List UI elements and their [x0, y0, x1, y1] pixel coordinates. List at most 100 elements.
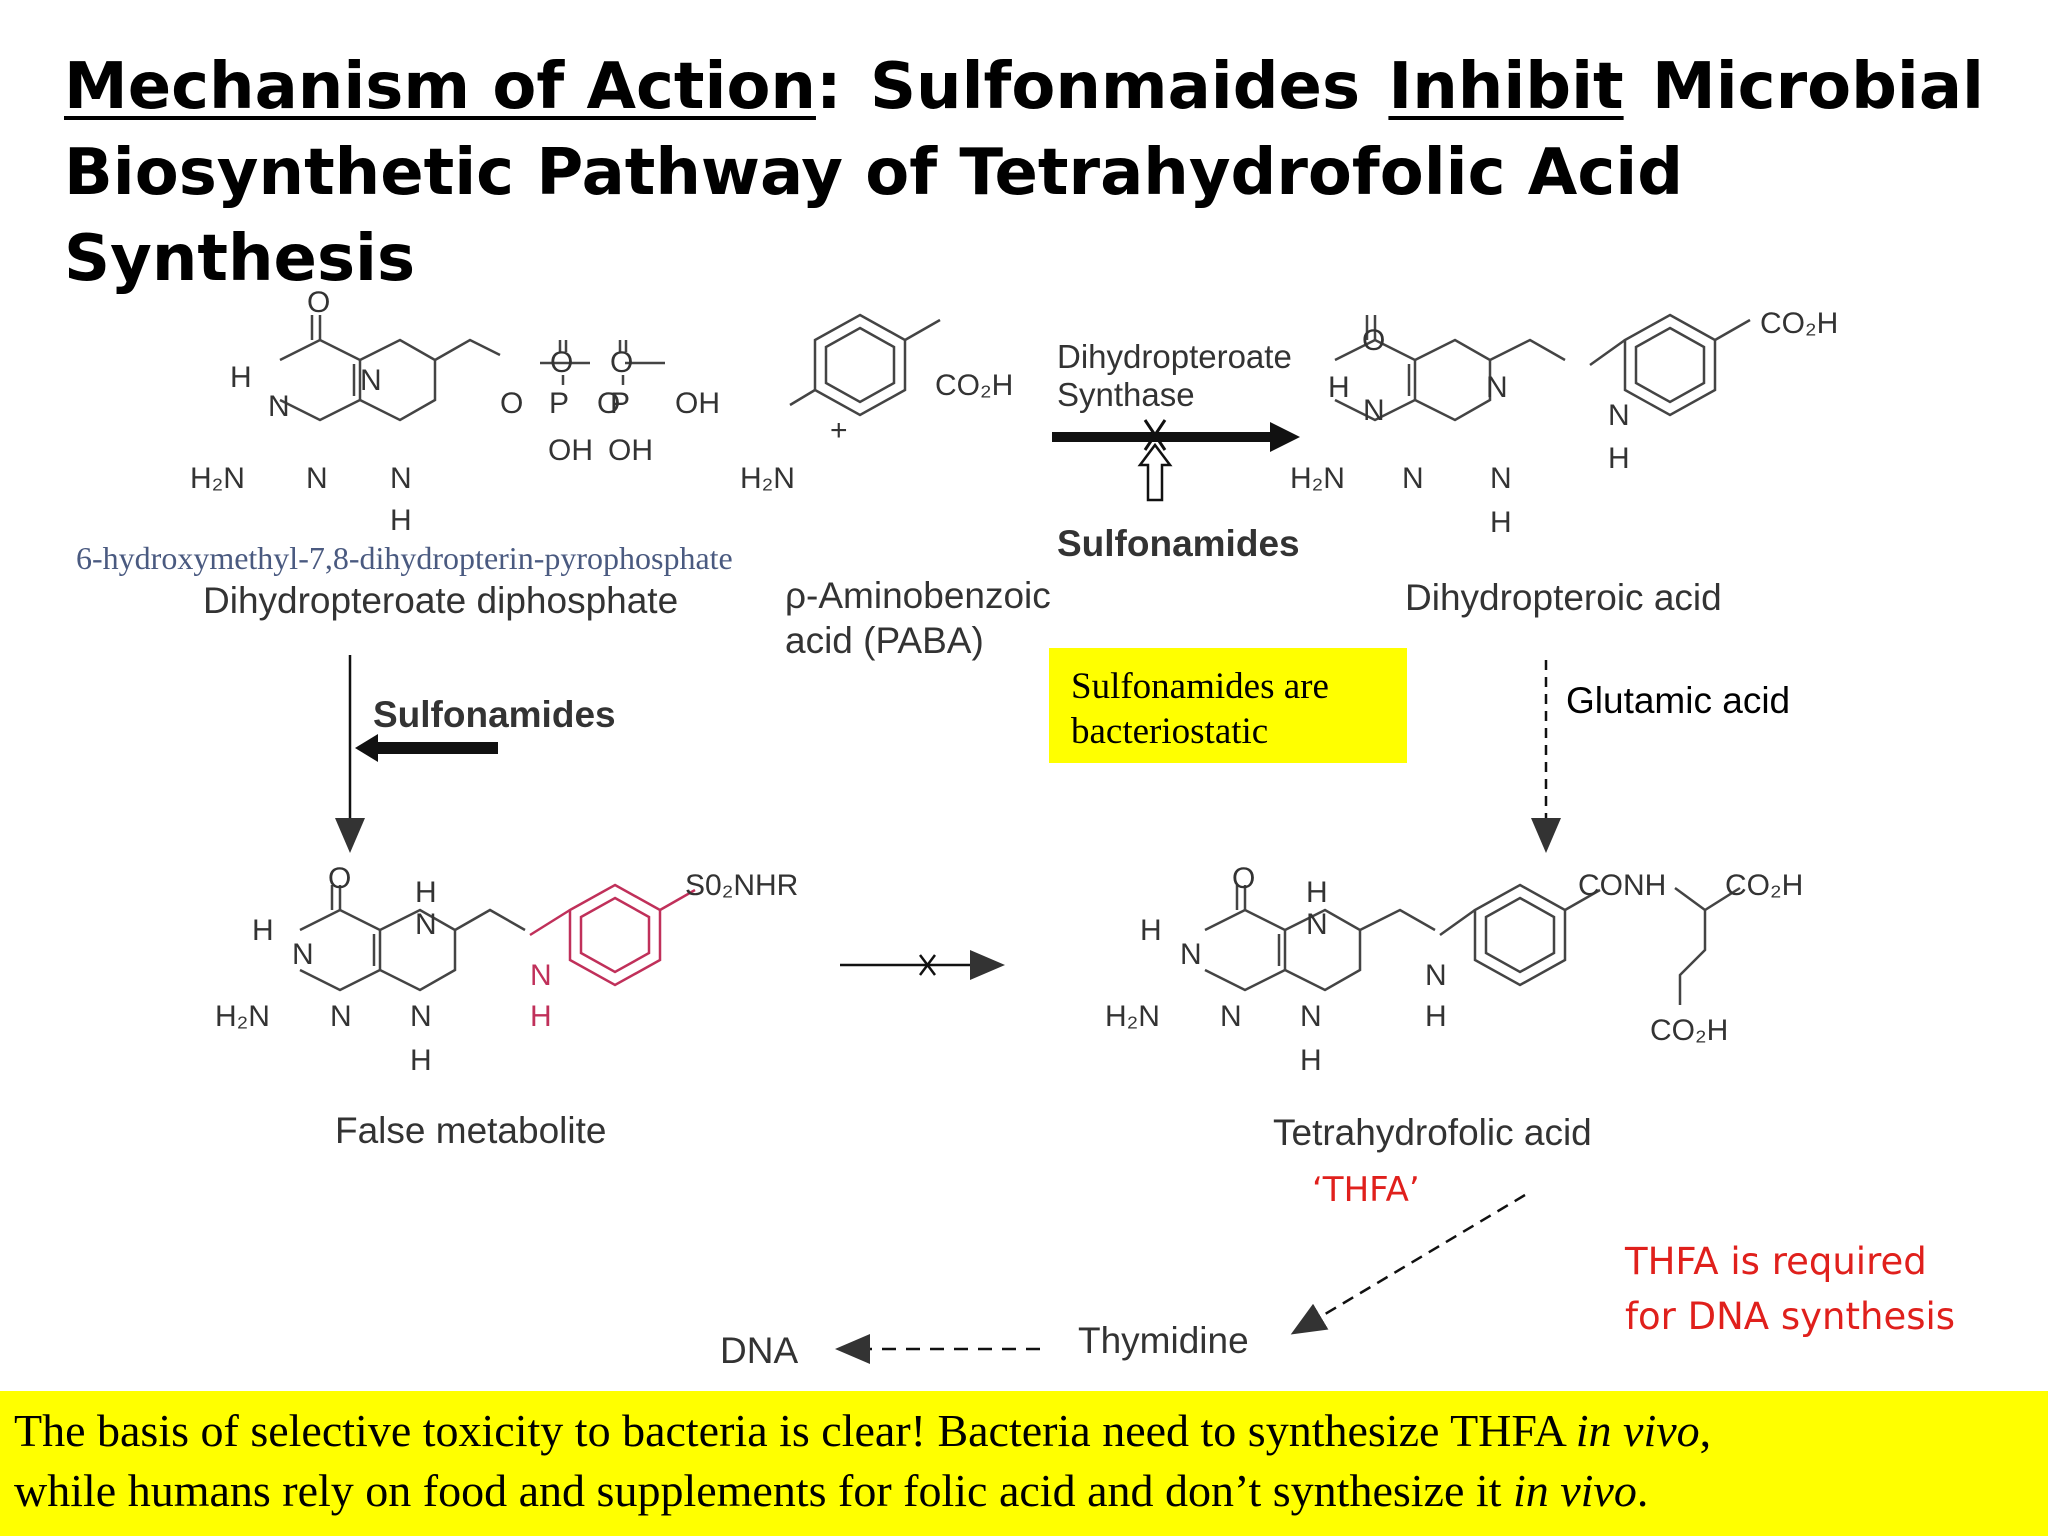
- atom-oh: OH: [675, 387, 720, 420]
- atom-n: N: [1425, 959, 1447, 992]
- footer-line2: while humans rely on food and supplement…: [14, 1461, 2048, 1521]
- substrate-name-label: Dihydropteroate diphosphate: [203, 580, 679, 621]
- sulfonamide-moiety: [529, 883, 696, 987]
- atom-h: H: [1608, 442, 1630, 475]
- atom-n: N: [1490, 462, 1512, 495]
- thfa-required-note: THFA is required for DNA synthesis: [1625, 1234, 1955, 1344]
- false-metabolite-label: False metabolite: [335, 1110, 607, 1151]
- atom-h: H: [1300, 1044, 1322, 1077]
- atom-co2h: CO₂H: [935, 369, 1013, 402]
- bacteriostatic-note-line1: Sulfonamides are: [1071, 666, 1329, 707]
- title-line2: Biosynthetic Pathway of Tetrahydrofolic …: [64, 136, 1683, 296]
- blocked-x: [919, 954, 936, 976]
- atom-h2n: H₂N: [740, 462, 795, 495]
- atom-h: H: [530, 1000, 552, 1033]
- footer-line1-end: ,: [1699, 1405, 1712, 1456]
- bacteriostatic-note: Sulfonamides are bacteriostatic: [1049, 648, 1407, 763]
- pathway-diagram: O H N N H₂N N N H O P O P OH O O OH OH C…: [60, 270, 1960, 1390]
- title-colon: :: [815, 50, 842, 124]
- atom-n: N: [390, 462, 412, 495]
- paba-label-line1: ρ-Aminobenzoic: [785, 575, 1051, 616]
- false-metabolite-structure: [299, 885, 526, 992]
- atom-co2h: CO₂H: [1760, 307, 1838, 340]
- atom-n: N: [306, 462, 328, 495]
- pathway-structures: O H N N H₂N N N H O P O P OH O O OH OH C…: [190, 286, 1838, 1364]
- paba-label-line2: acid (PABA): [785, 620, 984, 661]
- substrate-iupac-label: 6-hydroxymethyl-7,8-dihydropterin-pyroph…: [76, 540, 733, 576]
- atom-co2h: CO₂H: [1725, 869, 1803, 902]
- atom-h: H: [410, 1044, 432, 1077]
- footer-line2-end: .: [1636, 1465, 1649, 1516]
- atom-o: O: [500, 387, 523, 420]
- atom-oh: OH: [548, 434, 593, 467]
- atom-n: N: [410, 1000, 432, 1033]
- atom-n: N: [268, 390, 290, 423]
- atom-o: O: [610, 346, 633, 379]
- atom-n: N: [530, 959, 552, 992]
- atom-h: H: [415, 876, 437, 909]
- atom-o: O: [328, 862, 351, 895]
- atom-o: O: [1232, 862, 1255, 895]
- atom-h: H: [1140, 914, 1162, 947]
- slide-title: Mechanism of Action: Sulfonmaides Inhibi…: [64, 44, 1984, 302]
- pteridine-ring-top-right: [1334, 313, 1751, 422]
- footer-line2-text: while humans rely on food and supplement…: [14, 1465, 1513, 1516]
- atom-h: H: [252, 914, 274, 947]
- title-inhibit: Inhibit: [1388, 50, 1624, 124]
- inhibition-arrow-up: [1137, 442, 1173, 502]
- atom-n: N: [1608, 399, 1630, 432]
- atom-co2h: CO₂H: [1650, 1014, 1728, 1047]
- thf-name-label: Tetrahydrofolic acid: [1273, 1112, 1592, 1153]
- atom-n: N: [360, 364, 382, 397]
- atom-o: O: [550, 346, 573, 379]
- atom-n: N: [1486, 371, 1508, 404]
- thfa-required-line1: THFA is required: [1625, 1240, 1927, 1283]
- plus-sign: +: [830, 414, 848, 447]
- inhibitor-label-top: Sulfonamides: [1057, 523, 1300, 564]
- atom-n: N: [330, 1000, 352, 1033]
- atom-h: H: [390, 504, 412, 537]
- enzyme-label-line2: Synthase: [1057, 376, 1195, 413]
- atom-n: N: [415, 908, 437, 941]
- atom-n: N: [1220, 1000, 1242, 1033]
- glutamic-acid-label: Glutamic acid: [1566, 680, 1791, 721]
- title-sulfonamides: Sulfonmaides: [869, 50, 1361, 124]
- atom-so2nhr: S0₂NHR: [685, 869, 798, 902]
- atom-h: H: [1306, 876, 1328, 909]
- thfa-abbreviation: ‘THFA’: [1312, 1170, 1420, 1210]
- thymidine-label: Thymidine: [1078, 1320, 1249, 1361]
- pathway-arrows: [335, 419, 1561, 1364]
- atom-p: P: [549, 387, 569, 420]
- dna-label: DNA: [720, 1330, 799, 1371]
- atom-oh: OH: [608, 434, 653, 467]
- atom-o: O: [597, 387, 620, 420]
- atom-h: H: [1490, 506, 1512, 539]
- enzyme-label-line1: Dihydropteroate: [1057, 338, 1292, 375]
- atom-n: N: [292, 938, 314, 971]
- atom-h: H: [230, 361, 252, 394]
- atom-h2n: H₂N: [1290, 462, 1345, 495]
- bacteriostatic-note-line2: bacteriostatic: [1071, 711, 1269, 752]
- footer-line1-italic: in vivo: [1575, 1405, 1700, 1456]
- footer-line2-italic: in vivo: [1512, 1465, 1637, 1516]
- product-name-label: Dihydropteroic acid: [1405, 577, 1722, 618]
- pteridine-ring-top-left: [279, 315, 665, 422]
- atom-h2n: H₂N: [1105, 1000, 1160, 1033]
- title-microbial: Microbial: [1652, 50, 1984, 124]
- atom-h2n: H₂N: [190, 462, 245, 495]
- footer-line1: The basis of selective toxicity to bacte…: [14, 1401, 2048, 1461]
- footer-line1-text: The basis of selective toxicity to bacte…: [14, 1405, 1576, 1456]
- thfa-required-line2: for DNA synthesis: [1625, 1295, 1956, 1338]
- thymidine-arrow: [1290, 1193, 1526, 1335]
- atom-p: P: [610, 387, 630, 420]
- atom-h: H: [1328, 371, 1350, 404]
- inhibitor-label-left: Sulfonamides: [373, 694, 616, 735]
- atom-n: N: [1402, 462, 1424, 495]
- thf-structure: [1204, 883, 1741, 1005]
- atom-o: O: [307, 286, 330, 319]
- atom-n: N: [1180, 938, 1202, 971]
- atom-h: H: [1425, 1000, 1447, 1033]
- atom-o: O: [1362, 324, 1385, 357]
- paba-ring: [789, 313, 941, 417]
- atom-h2n: H₂N: [215, 1000, 270, 1033]
